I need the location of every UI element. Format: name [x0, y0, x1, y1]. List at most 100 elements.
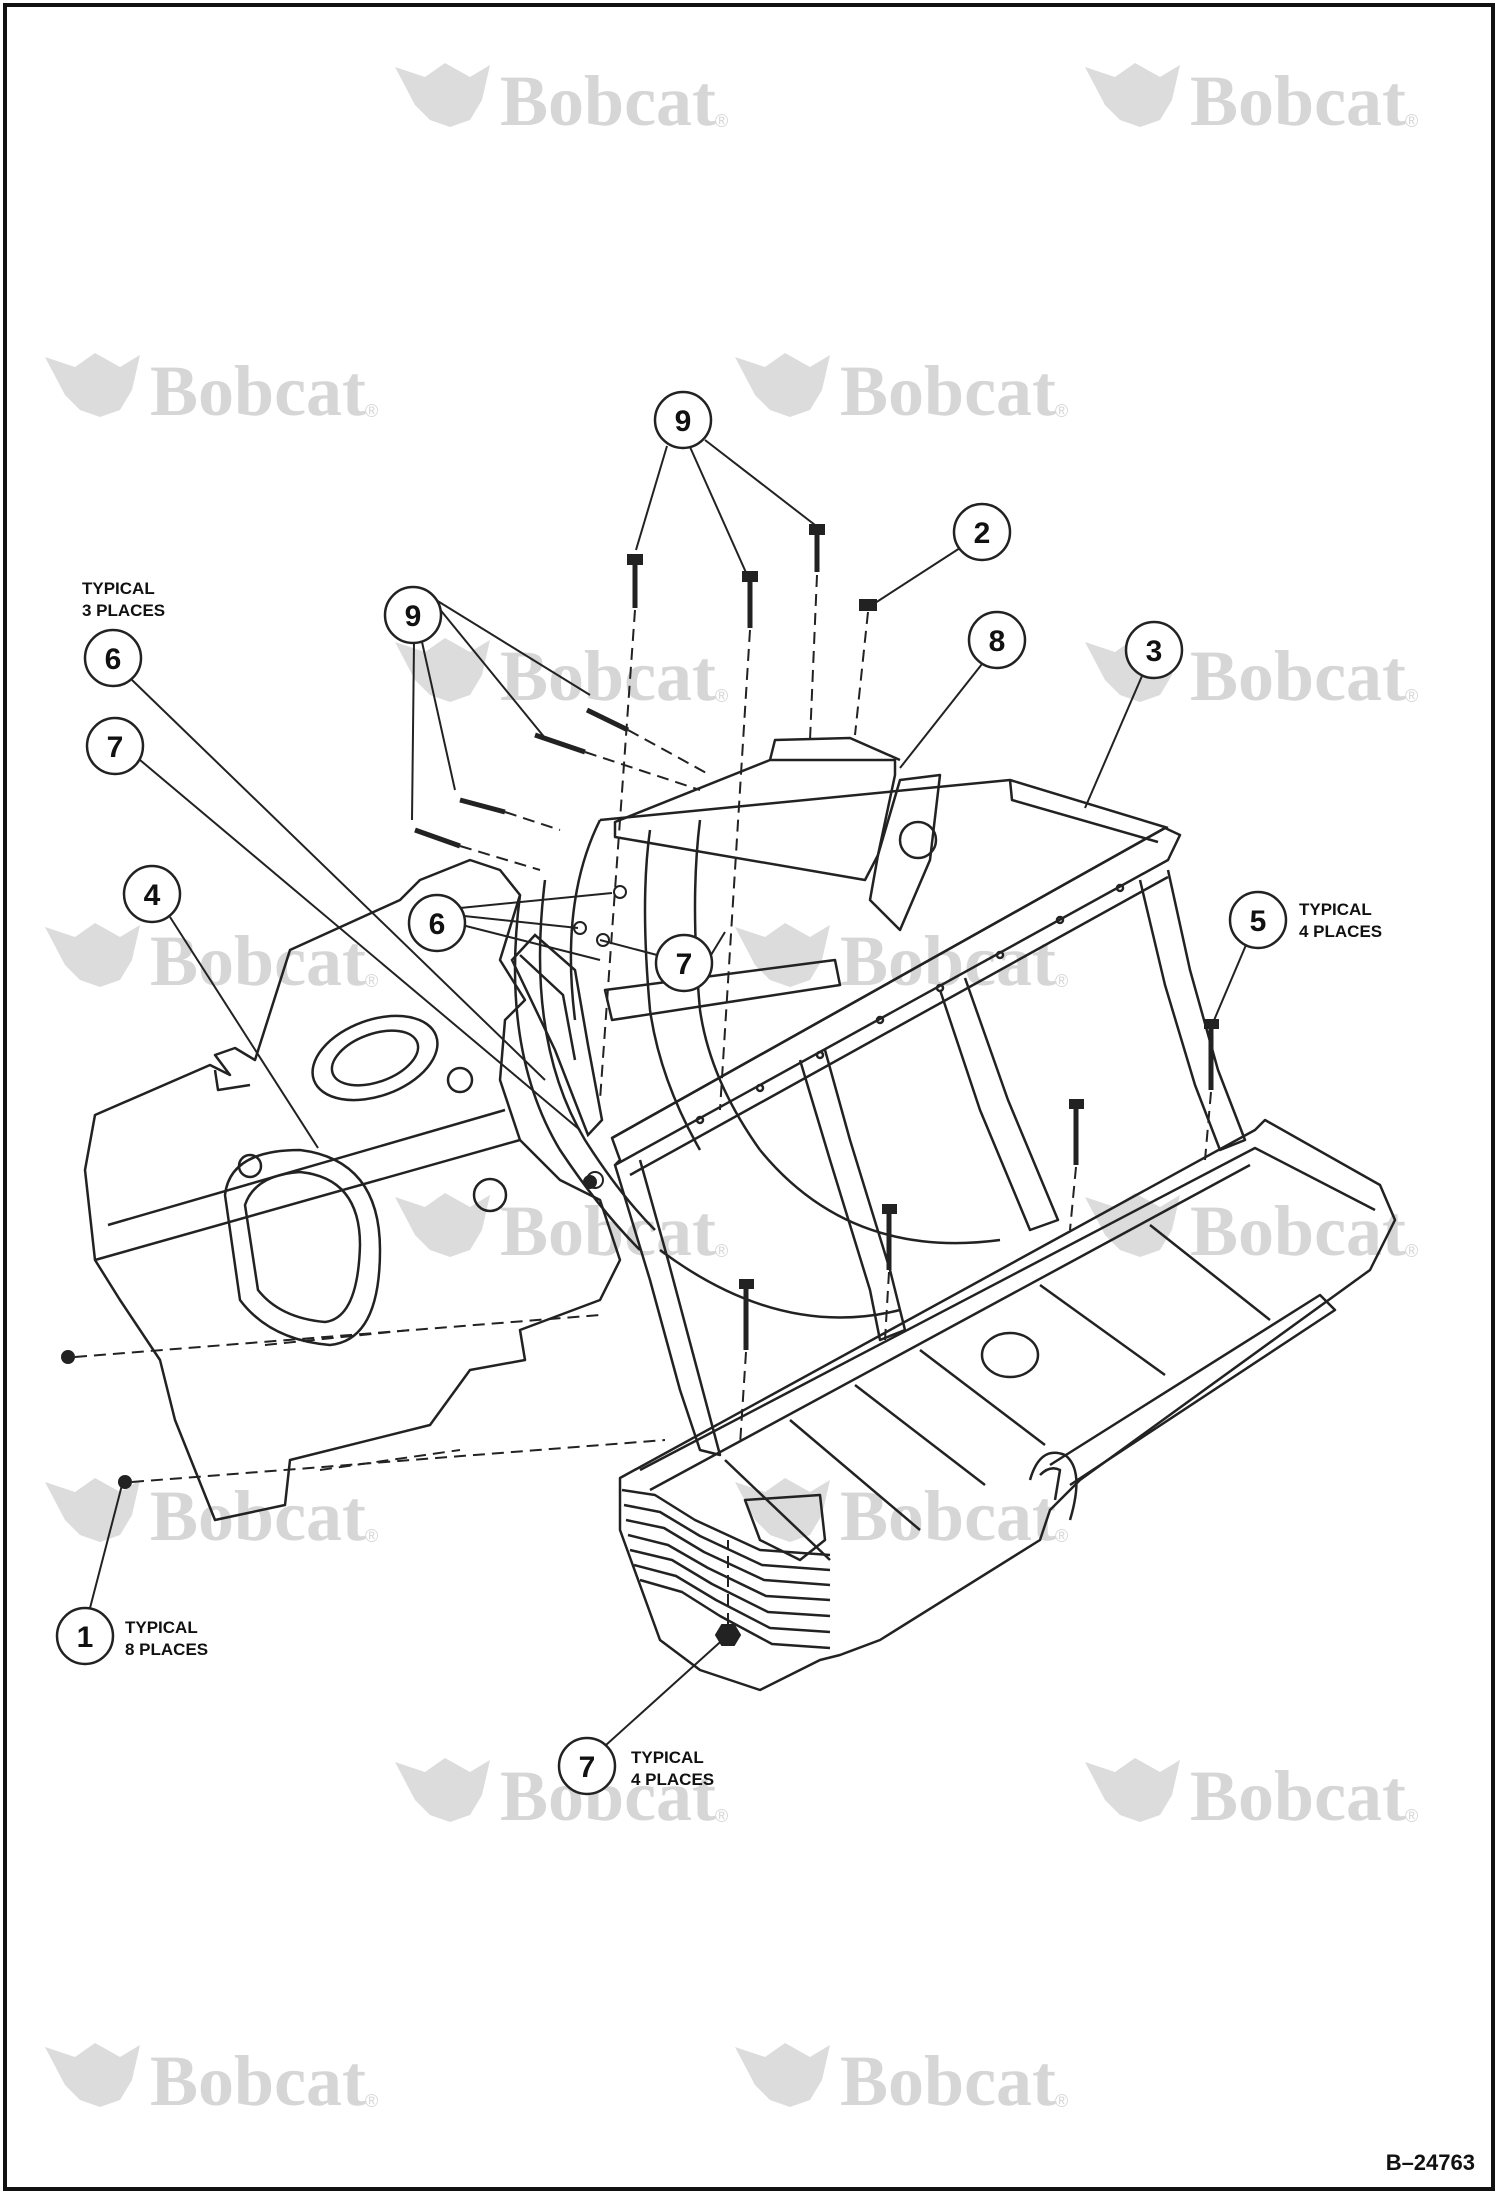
callout-circle	[1124, 620, 1184, 680]
watermark-registered-mark: ®	[365, 401, 378, 421]
callout-c7-top: 7	[85, 716, 581, 1131]
callout-number: 7	[579, 1751, 596, 1784]
bobcat-watermark: Bobcat®	[735, 921, 1068, 1001]
watermark-registered-mark: ®	[1405, 111, 1418, 131]
watermark-brand: Bobcat	[500, 61, 716, 141]
leader-line	[459, 892, 613, 909]
bobcat-watermark: Bobcat®	[1085, 61, 1418, 141]
watermark-brand: Bobcat	[840, 1476, 1056, 1556]
callout-circle	[654, 933, 714, 993]
leader-line	[169, 916, 319, 1149]
watermark-registered-mark: ®	[1055, 401, 1068, 421]
callout-number: 6	[429, 908, 446, 941]
callout-circle	[952, 502, 1012, 562]
note-line: TYPICAL	[631, 1748, 704, 1767]
note-line: TYPICAL	[1299, 900, 1372, 919]
watermark-brand: Bobcat	[500, 636, 716, 716]
callout-circle	[967, 610, 1027, 670]
watermark-registered-mark: ®	[715, 1241, 728, 1261]
watermark-registered-mark: ®	[1055, 2091, 1068, 2111]
callout-c3: 3	[1084, 620, 1184, 809]
note-5: TYPICAL 4 PLACES	[1299, 900, 1382, 941]
leader-line	[463, 915, 579, 929]
leader-line	[899, 663, 983, 769]
bobcat-logo-icon	[1085, 1758, 1180, 1822]
leader-line	[635, 445, 668, 551]
bobcat-watermark: Bobcat®	[395, 636, 728, 716]
callout-c2: 2	[871, 502, 1012, 606]
watermark-brand: Bobcat	[1190, 1756, 1406, 1836]
watermark-brand: Bobcat	[150, 2041, 366, 2121]
bobcat-watermark: Bobcat®	[735, 2041, 1068, 2121]
watermark-brand: Bobcat	[500, 1191, 716, 1271]
callout-number: 3	[1146, 635, 1163, 668]
bobcat-logo-icon	[45, 1478, 140, 1542]
note-line: TYPICAL	[82, 579, 155, 598]
callout-circle	[653, 390, 713, 450]
watermark-registered-mark: ®	[1055, 1526, 1068, 1546]
watermark-brand: Bobcat	[1190, 636, 1406, 716]
callout-circle	[55, 1606, 115, 1666]
page-border	[3, 3, 1495, 2191]
callout-c5: 5	[1211, 890, 1288, 1026]
callout-c6-mid: 6	[407, 892, 613, 961]
bobcat-logo-icon	[395, 638, 490, 702]
watermark-brand: Bobcat	[150, 921, 366, 1001]
watermark-registered-mark: ®	[1405, 1241, 1418, 1261]
bobcat-watermark: Bobcat®	[395, 61, 728, 141]
callout-c1: 1	[55, 1484, 123, 1666]
callout-c7-bottom: 7	[557, 1634, 729, 1796]
leader-line	[139, 759, 581, 1131]
callout-c9-left: 9	[383, 585, 591, 821]
leader-line	[437, 606, 546, 739]
callout-number: 4	[144, 879, 161, 912]
callout-c6-top: 6	[83, 628, 546, 1081]
note-line: 3 PLACES	[82, 601, 165, 620]
bobcat-watermark: Bobcat®	[45, 351, 378, 431]
bobcat-watermark: Bobcat®	[1085, 1191, 1418, 1271]
watermark-layer: Bobcat®Bobcat®Bobcat®Bobcat®Bobcat®Bobca…	[45, 61, 1418, 2121]
callout-number: 9	[675, 405, 692, 438]
leader-line	[599, 939, 658, 956]
bobcat-logo-icon	[735, 353, 830, 417]
leader-line	[461, 924, 601, 961]
watermark-brand: Bobcat	[1190, 61, 1406, 141]
bobcat-logo-icon	[45, 2043, 140, 2107]
callout-circle	[383, 585, 443, 645]
callout-c9-top: 9	[635, 390, 816, 578]
main-frame-part-3	[513, 778, 1247, 1457]
leader-line	[1211, 944, 1247, 1026]
bobcat-watermark: Bobcat®	[1085, 1756, 1418, 1836]
leader-line	[131, 679, 546, 1081]
leader-line	[411, 642, 415, 821]
leader-line	[1084, 675, 1143, 809]
watermark-registered-mark: ®	[1405, 1806, 1418, 1826]
callout-c7-mid: 7	[599, 931, 726, 993]
bobcat-watermark: Bobcat®	[45, 2041, 378, 2121]
watermark-registered-mark: ®	[715, 686, 728, 706]
watermark-registered-mark: ®	[1055, 971, 1068, 991]
leader-line	[689, 446, 749, 578]
callout-number: 1	[77, 1621, 94, 1654]
bracket-part-8	[613, 736, 942, 932]
watermark-brand: Bobcat	[1190, 1191, 1406, 1271]
leader-line	[89, 1484, 123, 1609]
fasteners	[61, 524, 1219, 1646]
watermark-registered-mark: ®	[715, 111, 728, 131]
installation-lines	[74, 574, 1212, 1625]
note-line: 8 PLACES	[125, 1640, 208, 1659]
bobcat-watermark: Bobcat®	[45, 1476, 378, 1556]
bobcat-logo-icon	[395, 1193, 490, 1257]
bobcat-logo-icon	[735, 1478, 830, 1542]
callout-circle	[85, 716, 145, 776]
callout-circle	[407, 893, 467, 953]
bobcat-watermark: Bobcat®	[735, 351, 1068, 431]
bobcat-logo-icon	[395, 63, 490, 127]
note-line: 4 PLACES	[1299, 922, 1382, 941]
bobcat-logo-icon	[45, 353, 140, 417]
